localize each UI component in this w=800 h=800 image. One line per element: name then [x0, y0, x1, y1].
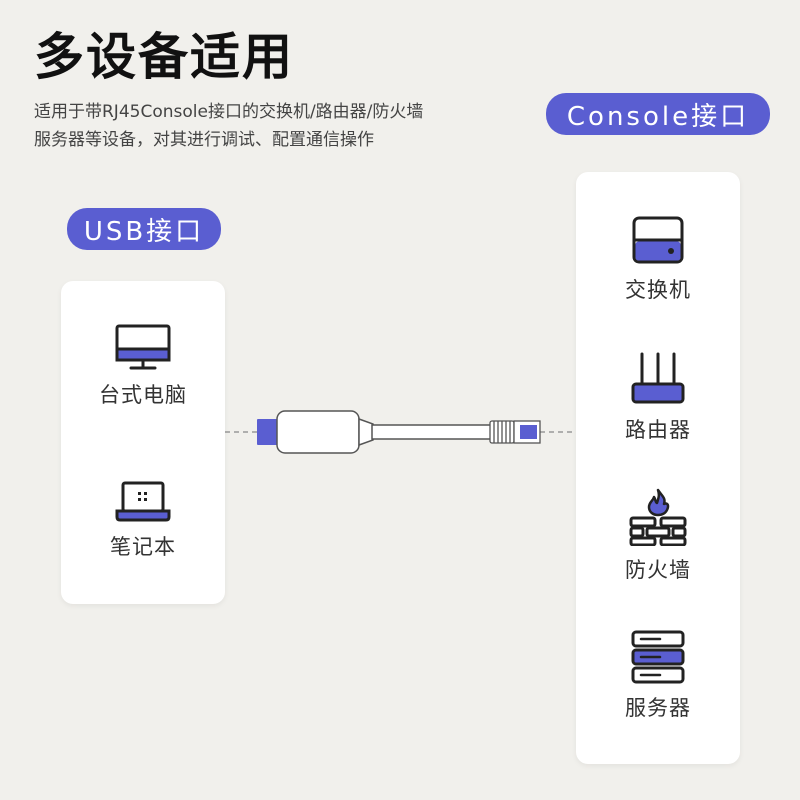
usb-devices-card: 台式电脑 笔记本	[61, 281, 225, 604]
usb-interface-badge: USB接口	[67, 208, 221, 250]
device-label: 路由器	[625, 418, 691, 442]
device-router: 路由器	[576, 350, 740, 444]
console-interface-badge: Console接口	[546, 93, 770, 135]
router-icon	[631, 352, 685, 404]
desktop-monitor-icon	[115, 324, 171, 370]
firewall-icon	[629, 488, 687, 546]
description-line-1: 适用于带RJ45Console接口的交换机/路由器/防火墙	[34, 102, 424, 122]
device-server: 服务器	[576, 630, 740, 722]
device-switch: 交换机	[576, 214, 740, 304]
cable-body	[371, 424, 493, 440]
device-firewall: 防火墙	[576, 488, 740, 584]
laptop-icon	[115, 481, 171, 522]
device-label: 服务器	[625, 696, 691, 720]
device-label: 交换机	[625, 278, 691, 302]
usb-plug-housing	[276, 410, 360, 454]
server-icon	[631, 630, 685, 684]
page-title: 多设备适用	[34, 28, 294, 86]
usb-plug-tip	[257, 419, 279, 445]
device-laptop: 笔记本	[61, 479, 225, 561]
device-desktop: 台式电脑	[61, 323, 225, 409]
usb-strain-relief	[358, 417, 374, 447]
console-devices-card: 交换机 路由器 防火墙 服务	[576, 172, 740, 764]
rj45-boot	[489, 420, 515, 444]
description: 适用于带RJ45Console接口的交换机/路由器/防火墙 服务器等设备，对其进…	[34, 98, 504, 154]
rj45-plug-contacts	[520, 425, 537, 439]
device-label: 台式电脑	[99, 383, 187, 407]
device-label: 防火墙	[625, 558, 691, 582]
switch-icon	[632, 216, 684, 264]
description-line-2: 服务器等设备，对其进行调试、配置通信操作	[34, 130, 374, 150]
device-label: 笔记本	[110, 535, 176, 559]
